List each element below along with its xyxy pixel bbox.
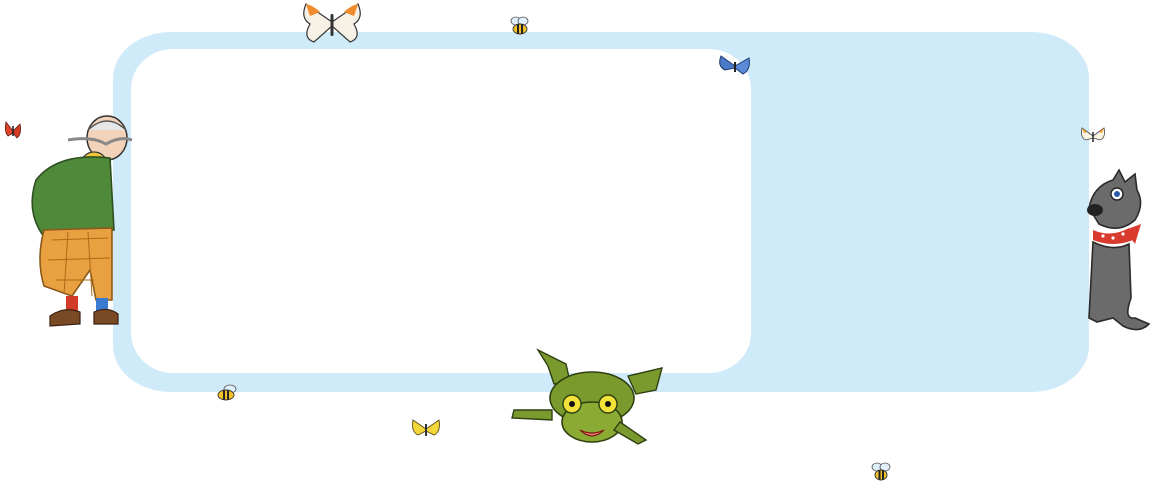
butterfly-icon: [4, 121, 21, 139]
content-panel: [131, 49, 751, 373]
butterfly-icon: [719, 55, 750, 75]
grandpa-character-icon: [31, 115, 133, 327]
wolf-dog-character-icon: [1087, 168, 1150, 331]
bee-icon: [871, 462, 891, 481]
bee-icon: [510, 16, 529, 35]
frog-character-icon: [511, 348, 663, 445]
butterfly-icon: [412, 419, 440, 436]
bee-icon: [217, 384, 237, 401]
butterfly-icon: [1081, 127, 1105, 142]
butterfly-icon: [303, 3, 361, 43]
